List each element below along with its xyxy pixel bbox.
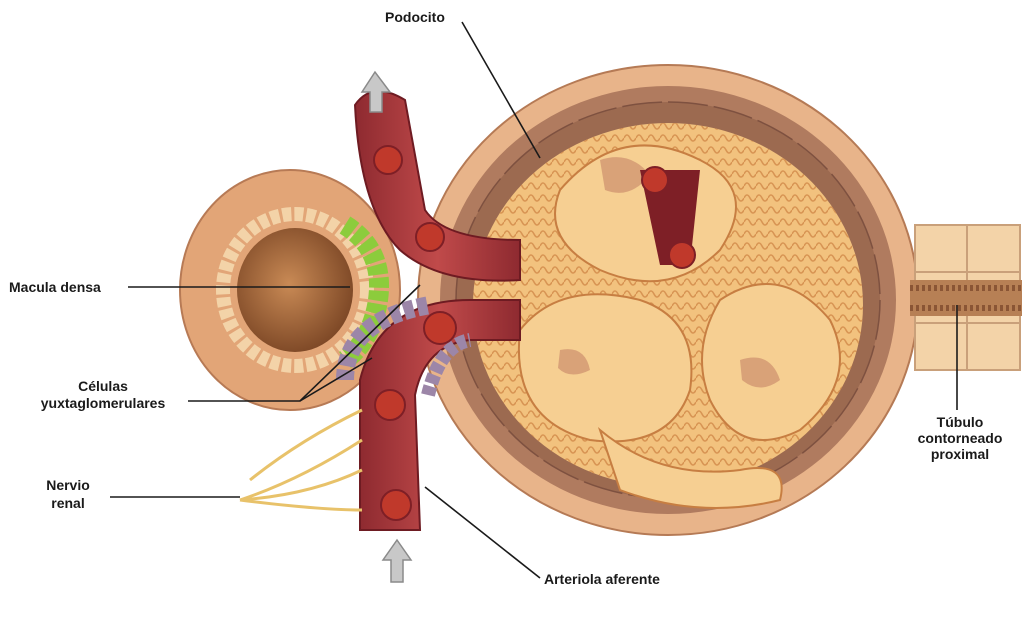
label-arteriola-aferente: Arteriola aferente bbox=[544, 571, 660, 587]
distal-tubule bbox=[179, 169, 401, 411]
label-celulas-2: yuxtaglomerulares bbox=[41, 395, 166, 411]
flow-arrow-up-icon bbox=[360, 70, 392, 113]
label-podocito: Podocito bbox=[385, 9, 445, 25]
leader-lines bbox=[110, 21, 958, 579]
label-celulas-1: Células bbox=[78, 378, 128, 394]
afferent-arteriole bbox=[336, 296, 521, 531]
label-macula-densa: Macula densa bbox=[9, 279, 101, 295]
label-nervio-1: Nervio bbox=[46, 477, 90, 493]
proximal-tubule bbox=[910, 224, 1022, 371]
urinary-space bbox=[558, 157, 780, 388]
central-capillary bbox=[640, 166, 700, 269]
renal-nerve bbox=[239, 408, 363, 512]
label-tubulo-1: Túbulo bbox=[937, 414, 984, 430]
macula-densa-cells bbox=[338, 216, 389, 369]
flow-arrow-up-bottom-icon bbox=[381, 538, 413, 583]
label-tubulo-2: contorneado bbox=[918, 430, 1003, 446]
efferent-arteriole bbox=[353, 90, 521, 282]
label-nervio-2: renal bbox=[51, 495, 84, 511]
bowman-capsule bbox=[417, 64, 919, 536]
label-tubulo-3: proximal bbox=[931, 446, 989, 462]
